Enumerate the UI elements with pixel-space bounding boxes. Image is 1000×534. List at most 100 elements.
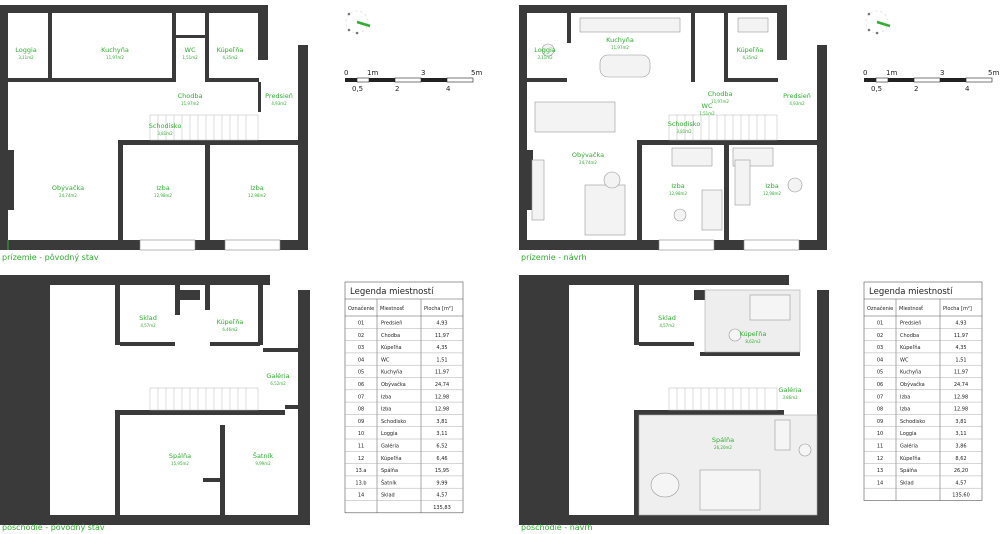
room-area: 3,86m2 [782,395,798,400]
legend-code: 09 [358,419,364,425]
wall [639,342,694,346]
room-area: 12,98m2 [669,191,687,196]
room-area: 3,81m2 [157,131,173,136]
caption: poschodie - návrh [521,523,593,532]
scale-label: 1m [886,69,897,77]
legend-area: 11,97 [435,333,449,339]
legend-code: 10 [877,431,883,437]
room-name: Kuchyňa [101,46,129,54]
wall [0,5,8,250]
room-area: 11,97m2 [711,99,729,104]
wall [519,275,569,525]
wall [120,342,175,346]
room-name: Schodisko [149,122,182,130]
wall [258,285,263,345]
legend-area: 4,93 [436,321,447,327]
legend-code: 06 [877,382,883,388]
legend-area: 24,74 [954,382,968,388]
legend-room: Kuchyňa [900,369,921,376]
legend-code: 11 [358,444,364,450]
legend-room: Spálňa [381,467,398,474]
room-name: Šatník [253,451,274,460]
legend-room: WC [900,357,909,363]
room-name: Kúpeľňa [740,330,767,338]
legend-room: Kúpeľňa [900,455,921,462]
wall [700,352,800,356]
room-name: Izba [765,182,778,190]
caption: poschodie - pôvodný stav [2,522,105,532]
room-area: 24,74m2 [59,193,77,198]
wall [637,140,642,240]
legend-room: Loggia [900,431,917,437]
room-name: Galéria [778,386,801,394]
staircase [668,387,778,411]
legend-code: 12 [877,456,883,462]
legend-room: Chodba [381,333,400,339]
room-name: Sklad [139,314,157,322]
wall [519,5,527,250]
legend-area: 11,97 [954,370,968,376]
legend-header: Miestnosť [899,306,923,312]
legend-room: Kúpeľňa [381,344,402,351]
legend-code: 03 [877,345,883,351]
legend-room: Predsieň [381,320,402,327]
wall [724,140,729,240]
wall [263,348,298,352]
room-name: Kúpeľňa [217,318,244,326]
wall [298,290,310,525]
legend-code: 12 [358,456,364,462]
wall [0,275,50,525]
scale-label: 0 [863,69,867,77]
legend-code: 08 [358,407,364,413]
window [224,239,281,251]
legend-area: 11,97 [435,370,449,376]
room-name: WC [185,46,196,54]
wall [205,140,210,240]
legend-code: 07 [877,394,883,400]
room-area: 3,81m2 [676,129,692,134]
room-name: Spálňa [169,452,191,460]
wall [527,5,785,13]
legend-area: 1,51 [436,357,447,363]
room-name: Izba [250,184,263,192]
legend-code: 04 [877,357,883,363]
window [139,239,196,251]
legend-area: 9,99 [436,480,447,486]
scale-label: 5m [988,69,999,77]
room-area: 6,52m2 [270,381,286,386]
scale-label: 4 [965,85,970,93]
scale-label: 4 [446,85,451,93]
wall [691,13,695,82]
legend-area: 4,57 [955,480,966,486]
wall [203,478,220,482]
wall [258,82,261,112]
room-name: Predsieň [265,92,293,100]
wall [205,285,210,310]
legend-code: 13.a [355,468,366,474]
legend-room: Sklad [381,493,395,499]
wall [634,415,639,515]
room-name: Kuchyňa [606,36,634,44]
legend-area: 4,35 [436,345,447,351]
room-name: Sklad [658,314,676,322]
room-name: Izba [156,184,169,192]
legend-room: Kuchyňa [381,369,402,376]
legend-room: Galéria [900,443,918,450]
room-area: 26,20m2 [714,445,732,450]
wall [724,13,728,82]
room-area: 4,57m2 [659,323,675,328]
legend-code: 05 [358,370,364,376]
room-area: 8,62m2 [745,339,761,344]
legend-room: Izba [900,407,910,413]
legend-total: 135,83 [433,505,451,511]
